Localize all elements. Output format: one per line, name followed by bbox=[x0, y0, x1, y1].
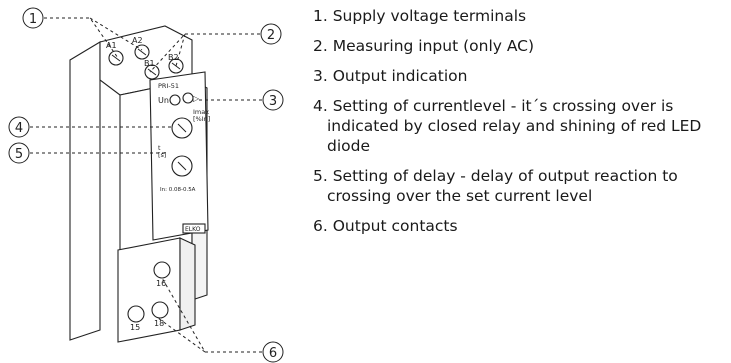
brand-label: ELKO bbox=[185, 226, 201, 233]
legend-item-3: 3. Output indication bbox=[313, 67, 468, 85]
terminal-a1: A1 bbox=[106, 41, 117, 50]
dial-pointers bbox=[177, 123, 187, 171]
legend-item-6: 6. Output contacts bbox=[313, 217, 458, 235]
label-imax-unit: [%In] bbox=[193, 115, 210, 123]
callout-circle-1 bbox=[22, 7, 44, 29]
terminal-a2: A2 bbox=[132, 36, 143, 45]
label-un: Un bbox=[158, 96, 169, 105]
leader-2 bbox=[149, 33, 260, 73]
callout-circle-3 bbox=[262, 89, 284, 111]
legend-item-2: 2. Measuring input (only AC) bbox=[313, 37, 535, 55]
callout-circle-6 bbox=[262, 341, 284, 363]
legend-list: 1. Supply voltage terminals 2. Measuring… bbox=[313, 6, 725, 246]
label-delay-unit: [s] bbox=[158, 151, 166, 159]
legend-item-1: 1. Supply voltage terminals bbox=[313, 7, 527, 25]
bottom-terminal-side bbox=[179, 237, 196, 331]
legend-item-4: 4. Setting of currentlevel - it´s crossi… bbox=[313, 97, 702, 155]
callout-number-5: 5 bbox=[15, 147, 23, 162]
label-delay: t bbox=[158, 144, 161, 152]
label-imax: Imax bbox=[193, 108, 209, 116]
callout-circle-5 bbox=[8, 142, 30, 164]
screw-18 bbox=[151, 301, 169, 319]
output-symbol: ▷ bbox=[193, 94, 200, 103]
callout-number-1: 1 bbox=[29, 12, 37, 27]
device-model: PRI-51 bbox=[158, 82, 179, 90]
terminal-15: 15 bbox=[130, 323, 140, 332]
leader-6 bbox=[157, 277, 262, 353]
legend-item-5: 5. Setting of delay - delay of output re… bbox=[313, 167, 678, 205]
terminal-b1: B1 bbox=[144, 59, 155, 68]
leader-1 bbox=[44, 17, 143, 59]
callout-number-4: 4 bbox=[15, 121, 23, 136]
callout-circle-4 bbox=[8, 116, 30, 138]
terminal-b2: B2 bbox=[168, 53, 179, 62]
led-output bbox=[182, 92, 194, 104]
callout-number-6: 6 bbox=[269, 346, 277, 361]
callout-circle-2 bbox=[260, 23, 282, 45]
label-range: In: 0.08-0.5A bbox=[160, 187, 196, 193]
screw-15 bbox=[127, 305, 145, 323]
bottom-terminal-block bbox=[117, 237, 181, 343]
callout-number-3: 3 bbox=[269, 94, 277, 109]
callout-number-2: 2 bbox=[267, 28, 275, 43]
terminal-16: 16 bbox=[156, 279, 166, 288]
led-un bbox=[169, 94, 181, 106]
housing-back-side bbox=[69, 41, 101, 341]
brand-box bbox=[182, 223, 206, 234]
screw-16 bbox=[153, 261, 171, 279]
terminal-18: 18 bbox=[154, 319, 164, 328]
screw-slots bbox=[111, 48, 181, 76]
